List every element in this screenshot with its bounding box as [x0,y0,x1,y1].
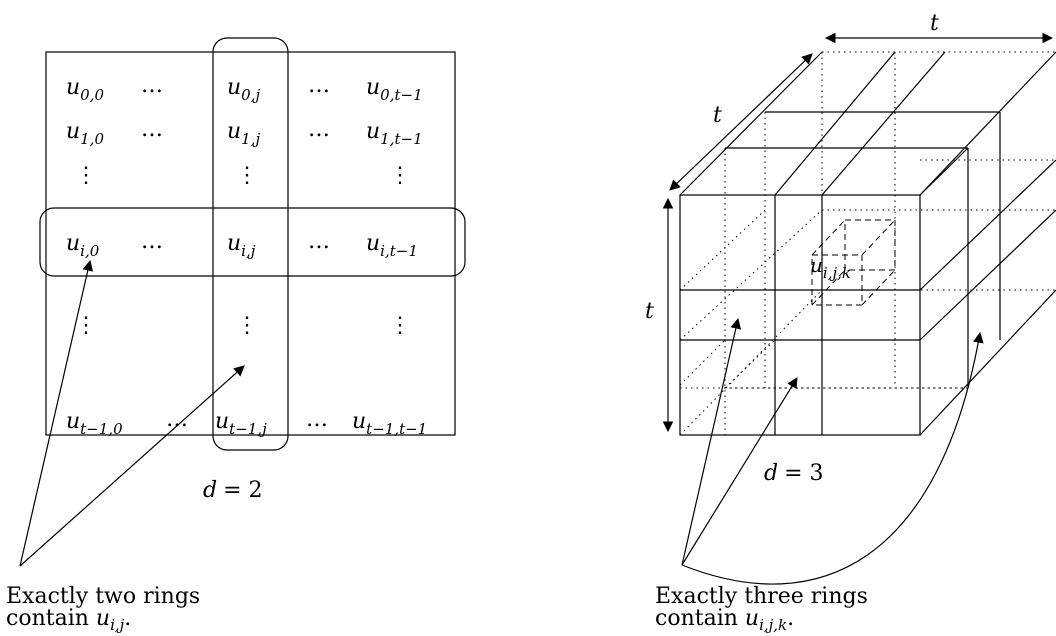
cell-u-1-t-1: u1,t−1 [366,119,423,148]
arrow-to-row-slab [681,317,742,566]
cell-u-i-0: ui,0 [66,231,100,260]
cell-u-0-t-1: u0,t−1 [366,75,423,104]
cube-cell-u-ijk: ui,j,k [810,219,896,306]
matrix-frame [45,51,456,436]
t-label-left: t [645,299,654,324]
matrix-row-i: ui,0 … ui,j … ui,t−1 [66,229,418,260]
v-ellipsis: ⋮ [236,313,258,338]
v-ellipsis: ⋮ [236,163,258,188]
cell-u-1-0: u1,0 [66,119,104,148]
matrix-2d: u0,0 … u0,j … u0,t−1 u1,0 … u1,j … u1,t−… [6,37,466,634]
matrix-vdots-row-b: ⋮ ⋮ ⋮ [75,313,411,338]
cube-side-rails [919,112,1056,436]
arrow-to-column-ring [19,365,245,567]
t-label-top: t [930,11,939,36]
cell-u-i-t-1: ui,t−1 [366,231,418,260]
caption-right-line1: Exactly three rings [655,584,868,609]
caption-left-line1: Exactly two rings [6,584,200,609]
h-ellipsis: … [306,407,328,432]
row-ring [39,207,466,277]
matrix-row-1: u1,0 … u1,j … u1,t−1 [66,117,423,148]
matrix-vdots-row-a: ⋮ ⋮ ⋮ [75,163,411,188]
cube-front-face [679,194,921,436]
v-ellipsis: ⋮ [75,313,97,338]
h-ellipsis: … [141,73,163,98]
h-ellipsis: … [141,117,163,142]
arrow-to-depth-slab [681,331,984,585]
cube-3d: ui,j,k t t t d= 3 Exactly three rings co… [645,11,1056,634]
dimension-arrow-diagonal [669,53,813,191]
caption-right-line2: contain ui,j,k. [655,606,794,634]
column-ring [212,37,289,451]
v-ellipsis: ⋮ [389,313,411,338]
d-equals-2-label: d= 2 [203,478,263,503]
d-equals-3-label: d= 3 [764,461,824,486]
arrow-to-row-ring [19,259,94,567]
matrix-row-last: ut−1,0 … ut−1,j … ut−1,t−1 [66,407,427,438]
h-ellipsis: … [308,73,330,98]
cell-u-t-1-j: ut−1,j [215,409,267,438]
matrix-row-0: u0,0 … u0,j … u0,t−1 [66,73,423,104]
cell-u-i-j: ui,j [227,231,256,260]
cell-u-0-0: u0,0 [66,75,104,104]
cell-u-t-1-t-1: ut−1,t−1 [352,409,427,438]
h-ellipsis: … [141,229,163,254]
h-ellipsis: … [308,117,330,142]
v-ellipsis: ⋮ [75,163,97,188]
v-ellipsis: ⋮ [389,163,411,188]
cell-u-1-j: u1,j [227,119,260,148]
cell-u-t-1-0: ut−1,0 [66,409,123,438]
cube-cell-label: ui,j,k [810,253,851,282]
arrow-to-column-slab [681,377,798,566]
caption-left-line2: contain ui,j. [6,606,131,634]
h-ellipsis: … [308,229,330,254]
cell-u-0-j: u0,j [227,75,260,104]
t-label-diagonal: t [713,103,722,128]
h-ellipsis: … [166,407,188,432]
